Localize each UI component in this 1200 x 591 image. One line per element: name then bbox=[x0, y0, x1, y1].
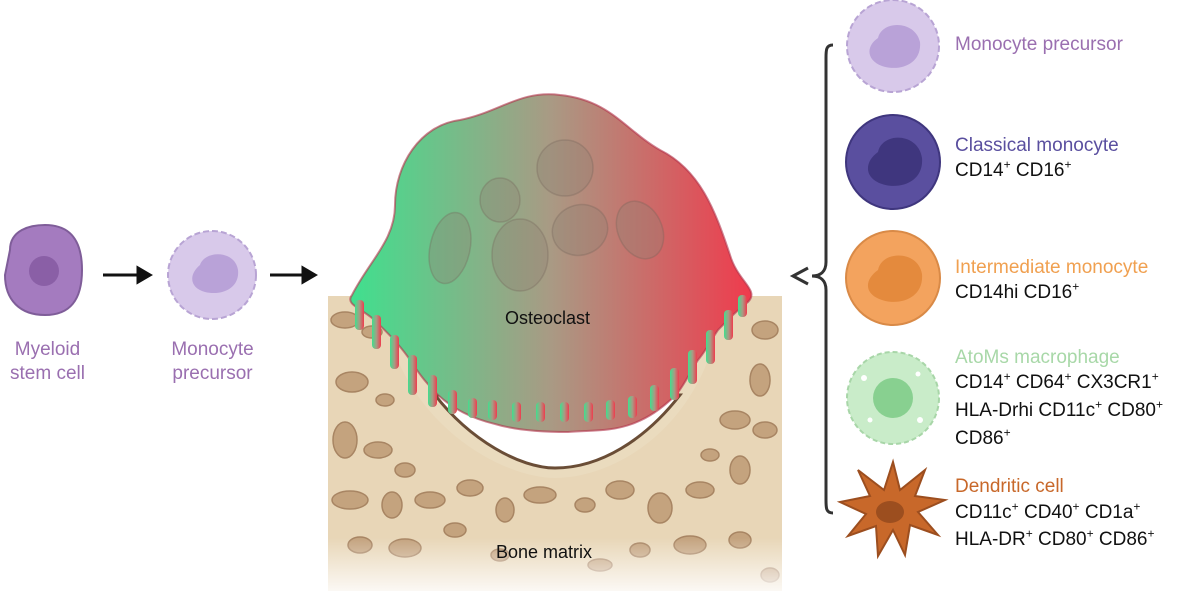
monocyte-precursor-lineage-label: Monocyte precursor bbox=[150, 338, 275, 386]
osteoclast-cell bbox=[349, 93, 753, 434]
intermediate-monocyte-name: Intermediate monocyte bbox=[955, 257, 1149, 278]
lineage-arrows bbox=[103, 265, 318, 285]
atoms-macrophage-markers-1: CD14+ CD64+ CX3CR1+ bbox=[955, 369, 1159, 393]
dendritic-cell-markers-1: CD11c+ CD40+ CD1a+ bbox=[955, 499, 1141, 523]
osteoclast-label: Osteoclast bbox=[505, 308, 591, 328]
myeloid-line2: stem cell bbox=[10, 363, 85, 384]
bracket-arrow bbox=[789, 266, 809, 286]
classical-monocyte-name: Classical monocyte bbox=[955, 135, 1119, 156]
precursor-line2: precursor bbox=[172, 363, 253, 384]
precursor-line1: Monocyte bbox=[171, 339, 254, 360]
monocyte-precursor-icon bbox=[846, 0, 940, 93]
monocyte-precursor-name: Monocyte precursor bbox=[955, 34, 1123, 55]
monocyte-precursor-lineage-icon bbox=[167, 230, 257, 320]
myeloid-stem-cell-icon bbox=[3, 223, 84, 317]
dendritic-cell-icon bbox=[836, 458, 949, 560]
dendritic-cell-markers-2: HLA-DR+ CD80+ CD86+ bbox=[955, 526, 1155, 550]
classical-monocyte-icon bbox=[845, 114, 941, 210]
dendritic-cell-name: Dendritic cell bbox=[955, 476, 1064, 497]
intermediate-monocyte-markers: CD14hi CD16+ bbox=[955, 279, 1080, 303]
intermediate-monocyte-icon bbox=[845, 230, 941, 326]
bracket bbox=[811, 43, 834, 515]
myeloid-stem-cell-label: Myeloid stem cell bbox=[0, 338, 95, 386]
atoms-macrophage-markers-2: HLA-Drhi CD11c+ CD80+ bbox=[955, 397, 1163, 421]
myeloid-line1: Myeloid bbox=[14, 339, 81, 360]
atoms-macrophage-icon bbox=[846, 351, 940, 445]
atoms-macrophage-name: AtoMs macrophage bbox=[955, 347, 1120, 368]
atoms-macrophage-markers-3: CD86+ bbox=[955, 425, 1011, 449]
classical-monocyte-markers: CD14+ CD16+ bbox=[955, 157, 1072, 181]
bone-matrix-label: Bone matrix bbox=[496, 542, 593, 562]
